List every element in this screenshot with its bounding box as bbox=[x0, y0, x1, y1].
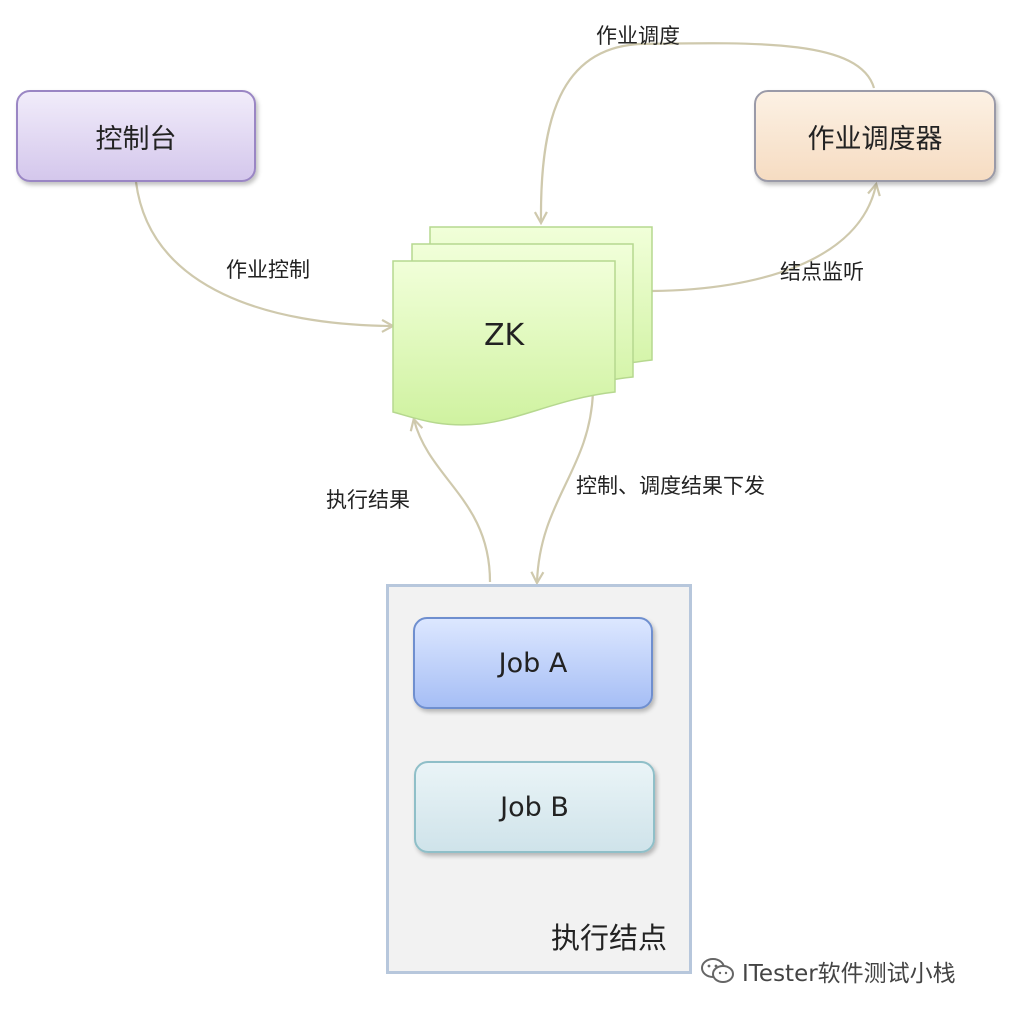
job-b-label: Job B bbox=[500, 791, 569, 823]
job-b-node: Job B bbox=[414, 761, 655, 853]
job-scheduler-label: 作业调度器 bbox=[807, 123, 943, 155]
zk-document-stack bbox=[392, 226, 653, 426]
arrow-dispatch bbox=[537, 391, 595, 582]
zk-page-front bbox=[392, 260, 616, 426]
wechat-icon bbox=[701, 958, 734, 983]
arrow-job-control bbox=[134, 181, 392, 326]
watermark-text: ITester软件测试小栈 bbox=[742, 961, 956, 987]
edge-label-job-schedule: 作业调度 bbox=[596, 24, 680, 48]
execution-node-label: 执行结点 bbox=[551, 921, 668, 955]
edge-label-dispatch: 控制、调度结果下发 bbox=[576, 474, 765, 498]
job-a-node: Job A bbox=[413, 617, 653, 709]
watermark: ITester软件测试小栈 bbox=[700, 954, 956, 988]
edge-label-node-watch: 结点监听 bbox=[780, 260, 864, 284]
arrow-job-schedule bbox=[541, 42, 876, 222]
console-label: 控制台 bbox=[95, 123, 177, 155]
job-scheduler-node: 作业调度器 bbox=[754, 90, 996, 182]
edge-label-job-control: 作业控制 bbox=[226, 258, 310, 282]
job-a-label: Job A bbox=[498, 647, 568, 679]
arrow-node-watch bbox=[651, 185, 876, 293]
console-node: 控制台 bbox=[16, 90, 256, 182]
arrow-exec-result bbox=[414, 420, 492, 583]
edge-label-exec-result: 执行结果 bbox=[326, 488, 410, 512]
zk-label: ZK bbox=[484, 318, 525, 353]
